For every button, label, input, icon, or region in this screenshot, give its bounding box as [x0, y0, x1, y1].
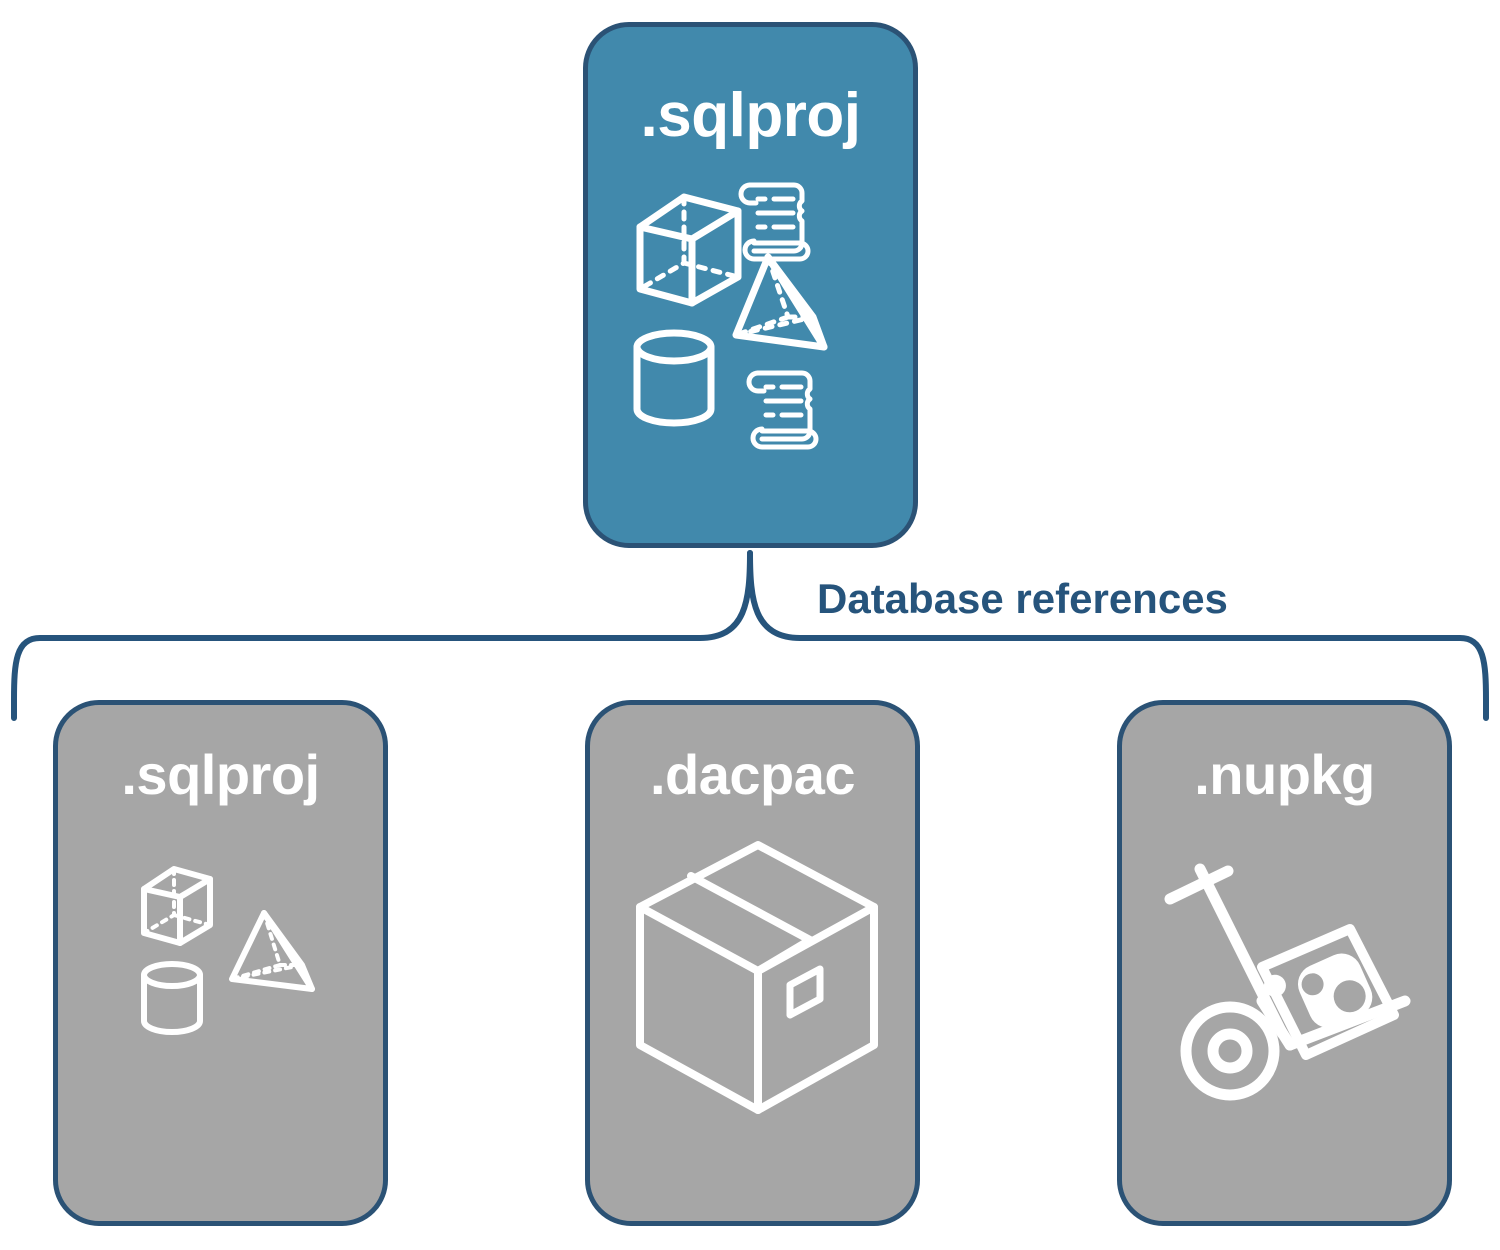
database-references-label: Database references — [817, 575, 1228, 622]
wireframe-pyramid-icon — [229, 910, 315, 992]
script-scroll-icon-bottom — [746, 370, 819, 450]
dolly-handle-icon — [1164, 865, 1234, 905]
wireframe-cylinder-icon — [141, 961, 203, 1035]
child-card-nupkg[interactable]: .nupkg — [1117, 700, 1452, 1226]
parent-card-sqlproj[interactable]: .sqlproj — [583, 22, 918, 548]
child-card-nupkg-icon-group — [1162, 855, 1422, 1115]
wireframe-cube-icon — [141, 866, 213, 946]
script-scroll-icon-top — [738, 182, 811, 262]
child-card-dacpac-icon-group — [630, 835, 885, 1120]
child-card-sqlproj-title: .sqlproj — [121, 743, 320, 806]
wireframe-cube-icon — [636, 193, 742, 307]
brace-left-half — [11, 550, 753, 721]
wireframe-pyramid-icon — [732, 253, 828, 351]
nuget-package-icon — [1257, 924, 1399, 1060]
child-card-nupkg-title: .nupkg — [1194, 743, 1375, 806]
dolly-wheel-icon — [1180, 1001, 1280, 1101]
parent-card-icon-group — [608, 167, 903, 457]
child-card-dacpac-title: .dacpac — [649, 743, 856, 806]
child-card-sqlproj-icon-group — [128, 855, 338, 1065]
child-card-sqlproj[interactable]: .sqlproj — [53, 700, 388, 1226]
hand-truck-nuget-package-icon — [1164, 863, 1411, 1101]
wireframe-cylinder-icon — [633, 329, 715, 427]
parent-card-title: .sqlproj — [640, 81, 861, 150]
package-box-icon — [636, 841, 878, 1114]
child-card-dacpac[interactable]: .dacpac — [585, 700, 920, 1226]
